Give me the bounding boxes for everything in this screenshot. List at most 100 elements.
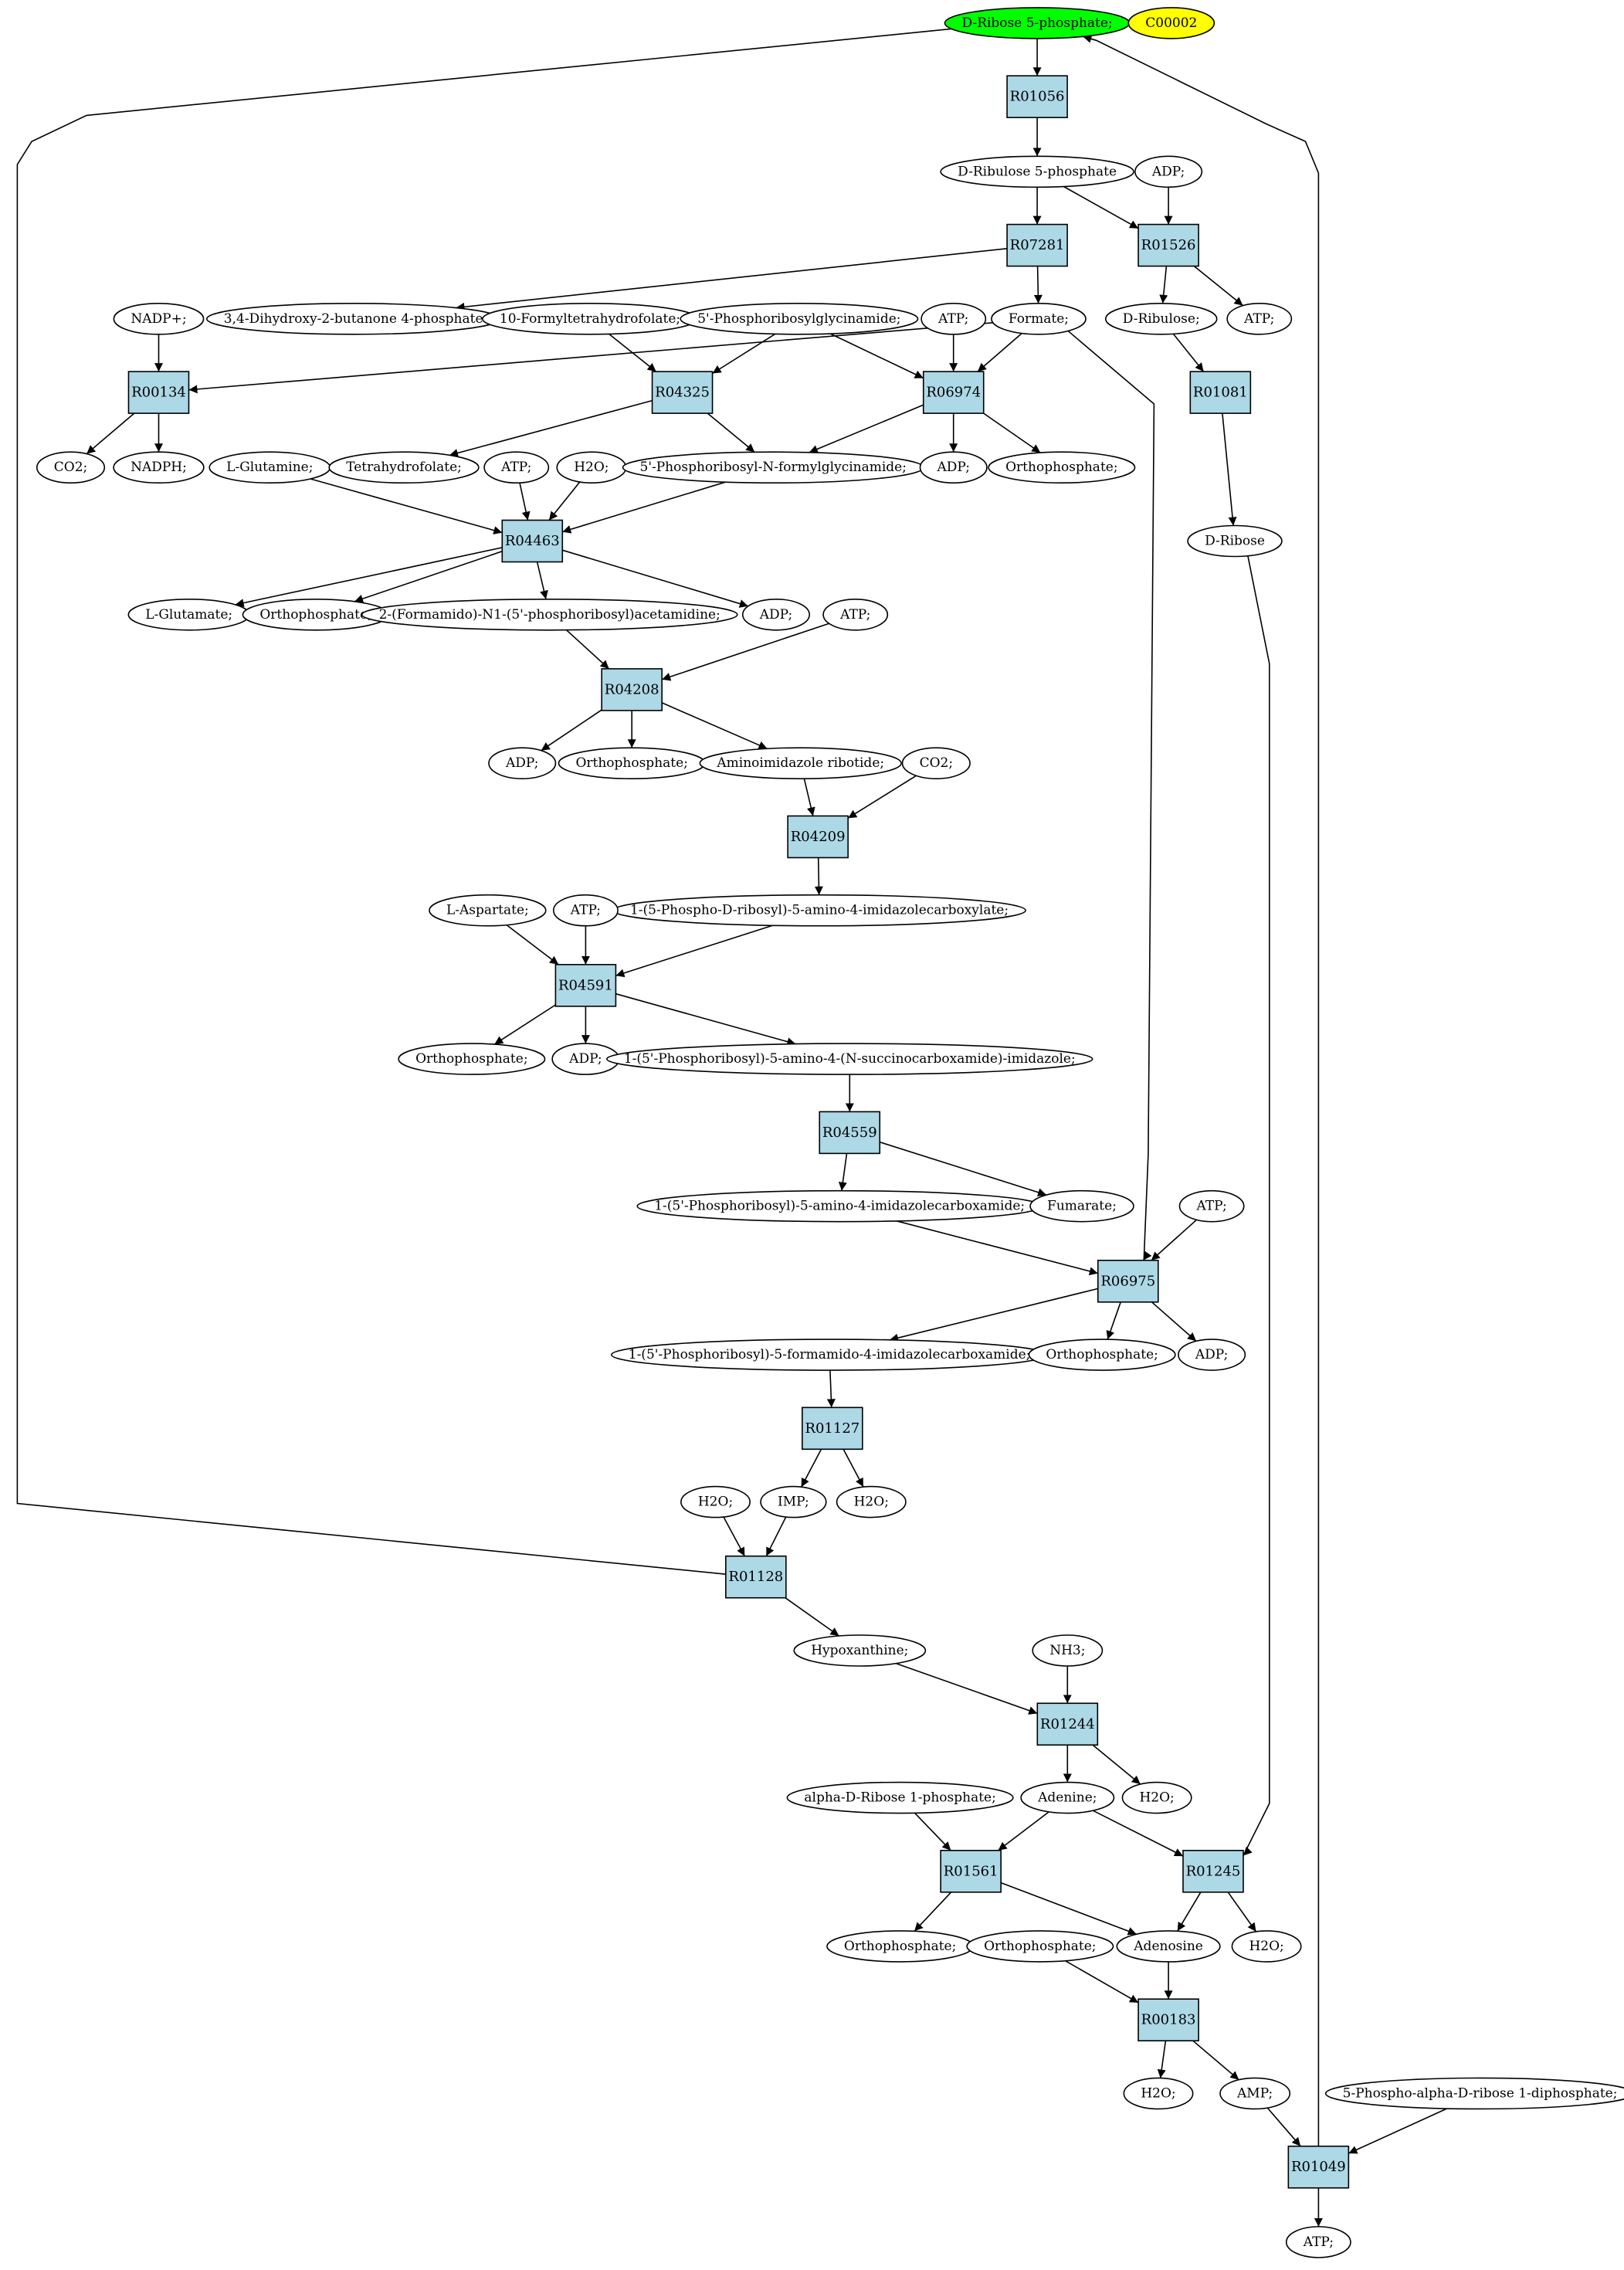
- edge-atp-r04208-to-r04208: [661, 623, 829, 681]
- node-nh3: NH3;: [1032, 1634, 1104, 1667]
- edge-r04208-to-air: [661, 702, 768, 750]
- compound-ellipse: [1134, 155, 1203, 188]
- edge-r04591-to-saicar: [615, 992, 796, 1046]
- node-label: R04559: [822, 1125, 877, 1141]
- compound-ellipse: [836, 1485, 907, 1518]
- edge-r04591-to-pi-r04591: [493, 1004, 556, 1045]
- node-pi-r04463: Orthophosphate;: [242, 598, 390, 631]
- node-label: NADP+;: [131, 311, 186, 327]
- node-label: Formate;: [1009, 311, 1069, 327]
- reaction-box: [819, 1111, 881, 1155]
- reaction-box: [1137, 1998, 1199, 2041]
- node-label: R01127: [805, 1420, 859, 1437]
- node-atp-r01049: ATP;: [1285, 2226, 1351, 2258]
- compound-ellipse: [1028, 1339, 1176, 1371]
- node-label: Hypoxanthine;: [811, 1643, 908, 1658]
- node-r00134: R00134: [127, 371, 190, 414]
- compound-ellipse: [988, 451, 1136, 484]
- node-label: R01049: [1291, 2159, 1346, 2175]
- node-label: R01081: [1193, 385, 1248, 401]
- node-nadp: NADP+;: [113, 303, 205, 335]
- compound-ellipse: [1226, 303, 1293, 335]
- edge-r01244-to-h2o-r01244: [1092, 1744, 1141, 1785]
- edge-r01128-to-ribose5p: [16, 22, 982, 1578]
- node-label: 5-Phospho-alpha-D-ribose 1-diphosphate;: [1343, 2085, 1618, 2101]
- node-h2o-r01128: H2O;: [680, 1485, 751, 1518]
- edge-r01081-to-dribose: [1222, 413, 1237, 526]
- edge-aspartate-to-r04591: [506, 924, 559, 965]
- node-label: H2O;: [574, 460, 609, 475]
- node-label: 5'-Phosphoribosylglycinamide;: [697, 311, 900, 327]
- node-r04209: R04209: [787, 815, 849, 859]
- node-label: R04591: [558, 977, 613, 993]
- edge-r01127-to-imp: [800, 1448, 822, 1488]
- node-atp-r06974: ATP;: [920, 303, 987, 335]
- reaction-box: [1097, 1259, 1159, 1303]
- compound-ellipse: [1123, 2077, 1194, 2110]
- edge-r04559-to-fumarate: [880, 1141, 1047, 1197]
- edge-glutamine-to-r04463: [310, 478, 503, 534]
- node-fgar: 5'-Phosphoribosyl-N-formylglycinamide;: [622, 451, 924, 484]
- node-label: 1-(5-Phospho-D-ribosyl)-5-amino-4-imidaz…: [630, 903, 1009, 918]
- node-nadph: NADPH;: [113, 451, 205, 484]
- reaction-box: [940, 1849, 1002, 1893]
- node-thf: Tetrahydrofolate;: [328, 451, 480, 484]
- node-r01561: R01561: [940, 1849, 1002, 1893]
- node-label: Orthophosphate;: [415, 1051, 527, 1067]
- compound-ellipse: [1187, 524, 1283, 558]
- node-pi-r00183: Orthophosphate;: [966, 1930, 1114, 1963]
- reaction-box: [1036, 1702, 1099, 1746]
- node-label: R01526: [1141, 237, 1196, 253]
- edge-aicar-to-r06975: [896, 1220, 1099, 1276]
- compound-ellipse: [699, 747, 902, 779]
- node-r01526: R01526: [1137, 223, 1199, 267]
- node-label: 10-Formyltetrahydrofolate;: [500, 311, 680, 327]
- edge-r01128-to-hypoxanthine: [785, 1597, 839, 1637]
- node-label: ADP;: [1195, 1347, 1228, 1362]
- node-label: Orthophosphate;: [984, 1939, 1096, 1954]
- reaction-box: [501, 519, 564, 563]
- edge-r04325-to-fgar: [707, 412, 755, 453]
- node-r04463: R04463: [501, 519, 564, 563]
- node-label: D-Ribose 5-phosphate;: [962, 15, 1113, 31]
- edge-r00183-to-h2o-r00183: [1157, 2041, 1167, 2078]
- node-co2-1: CO2;: [36, 451, 106, 484]
- node-atp-r06975: ATP;: [1178, 1189, 1245, 1223]
- edge-adenine-to-r01561: [998, 1811, 1049, 1851]
- edge-r01245-to-h2o-r01245: [1227, 1892, 1257, 1932]
- node-label: R07281: [1010, 237, 1065, 253]
- node-r06975: R06975: [1097, 1259, 1159, 1303]
- edge-r04463-to-glutamate: [235, 547, 503, 607]
- node-fumarate: Fumarate;: [1029, 1189, 1134, 1223]
- node-pi-r06974: Orthophosphate;: [988, 451, 1136, 484]
- node-aspartate: L-Aspartate;: [429, 894, 547, 927]
- node-r04325: R04325: [651, 371, 714, 414]
- edge-layer: [16, 22, 1448, 2227]
- node-label: R04209: [791, 829, 846, 845]
- edge-ribulose-to-r01081: [1172, 333, 1205, 372]
- compound-ellipse: [991, 303, 1087, 335]
- edge-atp-r06975-to-r06975: [1151, 1219, 1198, 1261]
- node-adp-r01526: ADP;: [1134, 155, 1203, 188]
- compound-ellipse: [483, 451, 550, 484]
- node-label: D-Ribulose;: [1123, 311, 1200, 327]
- node-label: 1-(5'-Phosphoribosyl)-5-formamido-4-imid…: [629, 1347, 1031, 1362]
- node-label: ADP;: [759, 607, 792, 623]
- node-label: D-Ribulose 5-phosphate: [958, 164, 1117, 179]
- edge-r06975-to-faicar: [889, 1288, 1098, 1342]
- node-label: R01245: [1186, 1863, 1241, 1879]
- node-label: ADP;: [505, 755, 538, 771]
- node-glutamine: L-Glutamine;: [209, 451, 331, 484]
- node-label: ATP;: [1243, 311, 1274, 327]
- node-label: 1-(5'-Phosphoribosyl)-5-amino-4-(N-succi…: [624, 1051, 1076, 1067]
- reaction-box: [802, 1406, 863, 1451]
- node-atp-r04463: ATP;: [483, 451, 550, 484]
- node-label: R04463: [505, 533, 560, 549]
- node-adp-r04463: ADP;: [741, 598, 811, 631]
- reaction-box: [725, 1555, 787, 1599]
- node-label: ATP;: [937, 311, 968, 327]
- compound-ellipse: [488, 747, 557, 779]
- node-r01128: R01128: [725, 1555, 787, 1599]
- edge-r04325-to-thf: [449, 399, 653, 457]
- node-adenine: Adenine;: [1020, 1781, 1115, 1814]
